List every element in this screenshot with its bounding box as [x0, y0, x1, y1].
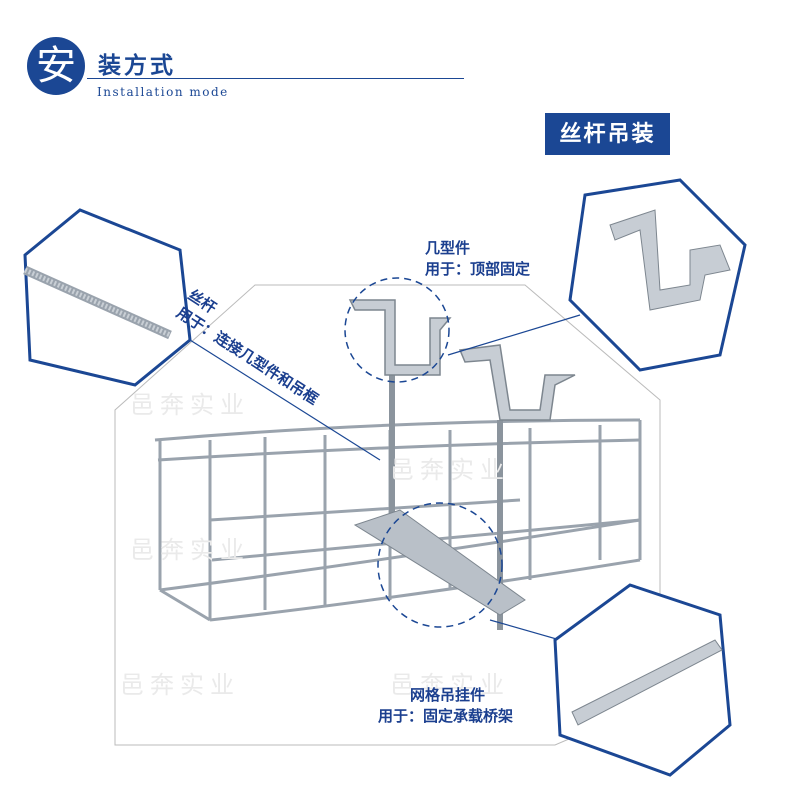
- watermark: 邑奔实业: [390, 456, 510, 484]
- section-title: 装方式: [98, 52, 176, 79]
- hanger-callout: 网格吊挂件 用于：固定承载桥架: [378, 685, 513, 727]
- hanger-detail-hexagon: [553, 583, 732, 777]
- watermark: 邑奔实业: [130, 536, 250, 564]
- watermark: 邑奔实业: [390, 671, 510, 699]
- rod-detail-hexagon: [23, 208, 192, 387]
- bracket-detail-hexagon: [568, 178, 747, 372]
- section-badge: 安: [27, 37, 85, 95]
- method-tag: 丝杆吊装: [545, 113, 670, 155]
- hanger-name: 网格吊挂件: [410, 686, 486, 704]
- watermark: 邑奔实业: [120, 671, 240, 699]
- bracket-usage: 用于：顶部固定: [425, 260, 531, 278]
- hanger-usage: 用于：固定承载桥架: [378, 707, 514, 725]
- bracket-callout: 几型件 用于：顶部固定: [425, 238, 530, 280]
- hanger-bar: [353, 509, 526, 616]
- bracket-name: 几型件: [425, 239, 471, 257]
- omega-bracket: [348, 299, 576, 421]
- hanger-highlight-circle: [377, 502, 503, 628]
- bracket-highlight-circle: [344, 277, 450, 383]
- section-subtitle: Installation mode: [97, 85, 229, 99]
- watermark: 邑奔实业: [130, 391, 250, 419]
- title-divider: [87, 78, 464, 79]
